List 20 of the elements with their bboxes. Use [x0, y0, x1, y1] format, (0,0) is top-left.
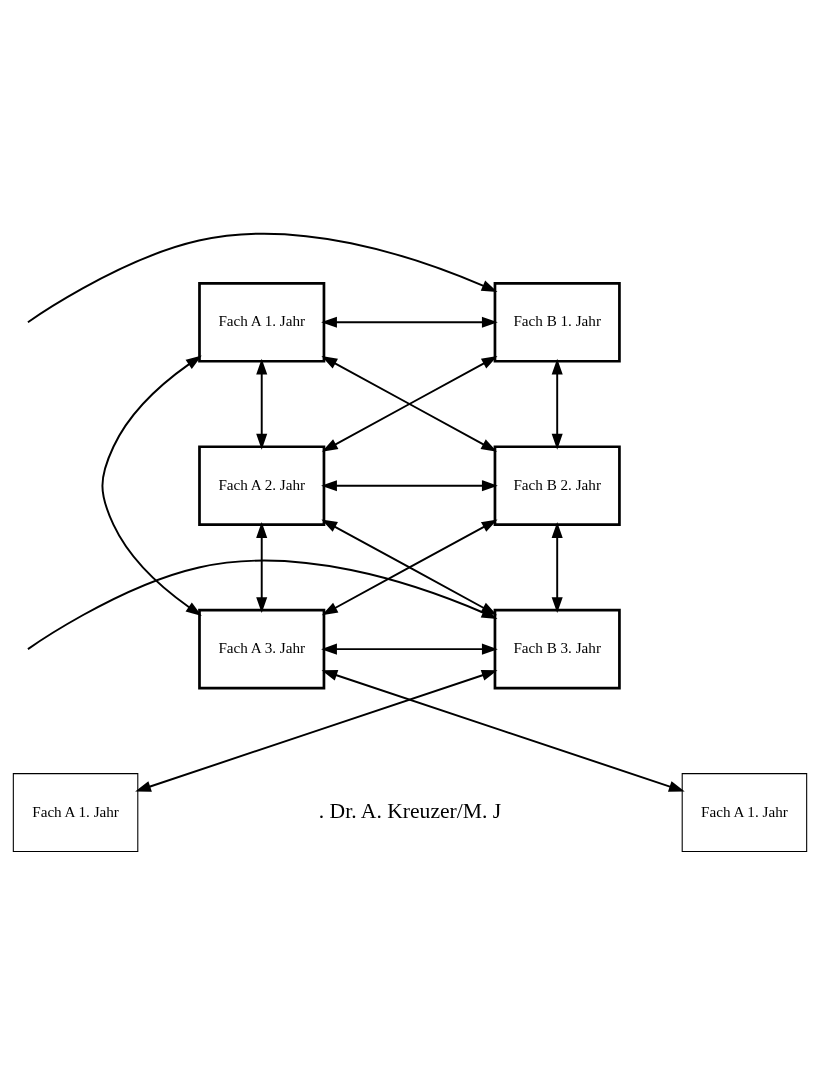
arrow [320, 643, 498, 655]
label: . Dr. A. Kreuzer/M. J [318, 798, 501, 823]
arrow [255, 522, 267, 614]
arrow [134, 669, 497, 792]
node-box: Fach B 3. Jahr [493, 608, 621, 690]
node-box: Fach A 1. Jahr [197, 281, 325, 363]
node-box: Fach B 2. Jahr [493, 445, 621, 527]
node-box: Fach A 3. Jahr [197, 608, 325, 690]
node-box: Fach A 1. Jahr [12, 773, 138, 853]
arrow [320, 316, 498, 328]
node-box: Fach A 1. Jahr [681, 773, 807, 853]
node-box: Fach B 1. Jahr [493, 281, 621, 363]
arrow [551, 358, 563, 450]
arrow [26, 232, 497, 324]
arrow [100, 355, 202, 616]
arrow [551, 522, 563, 614]
arrow [321, 669, 685, 792]
arrow [255, 358, 267, 450]
arrow [320, 480, 498, 492]
node-box: Fach A 2. Jahr [197, 445, 325, 527]
